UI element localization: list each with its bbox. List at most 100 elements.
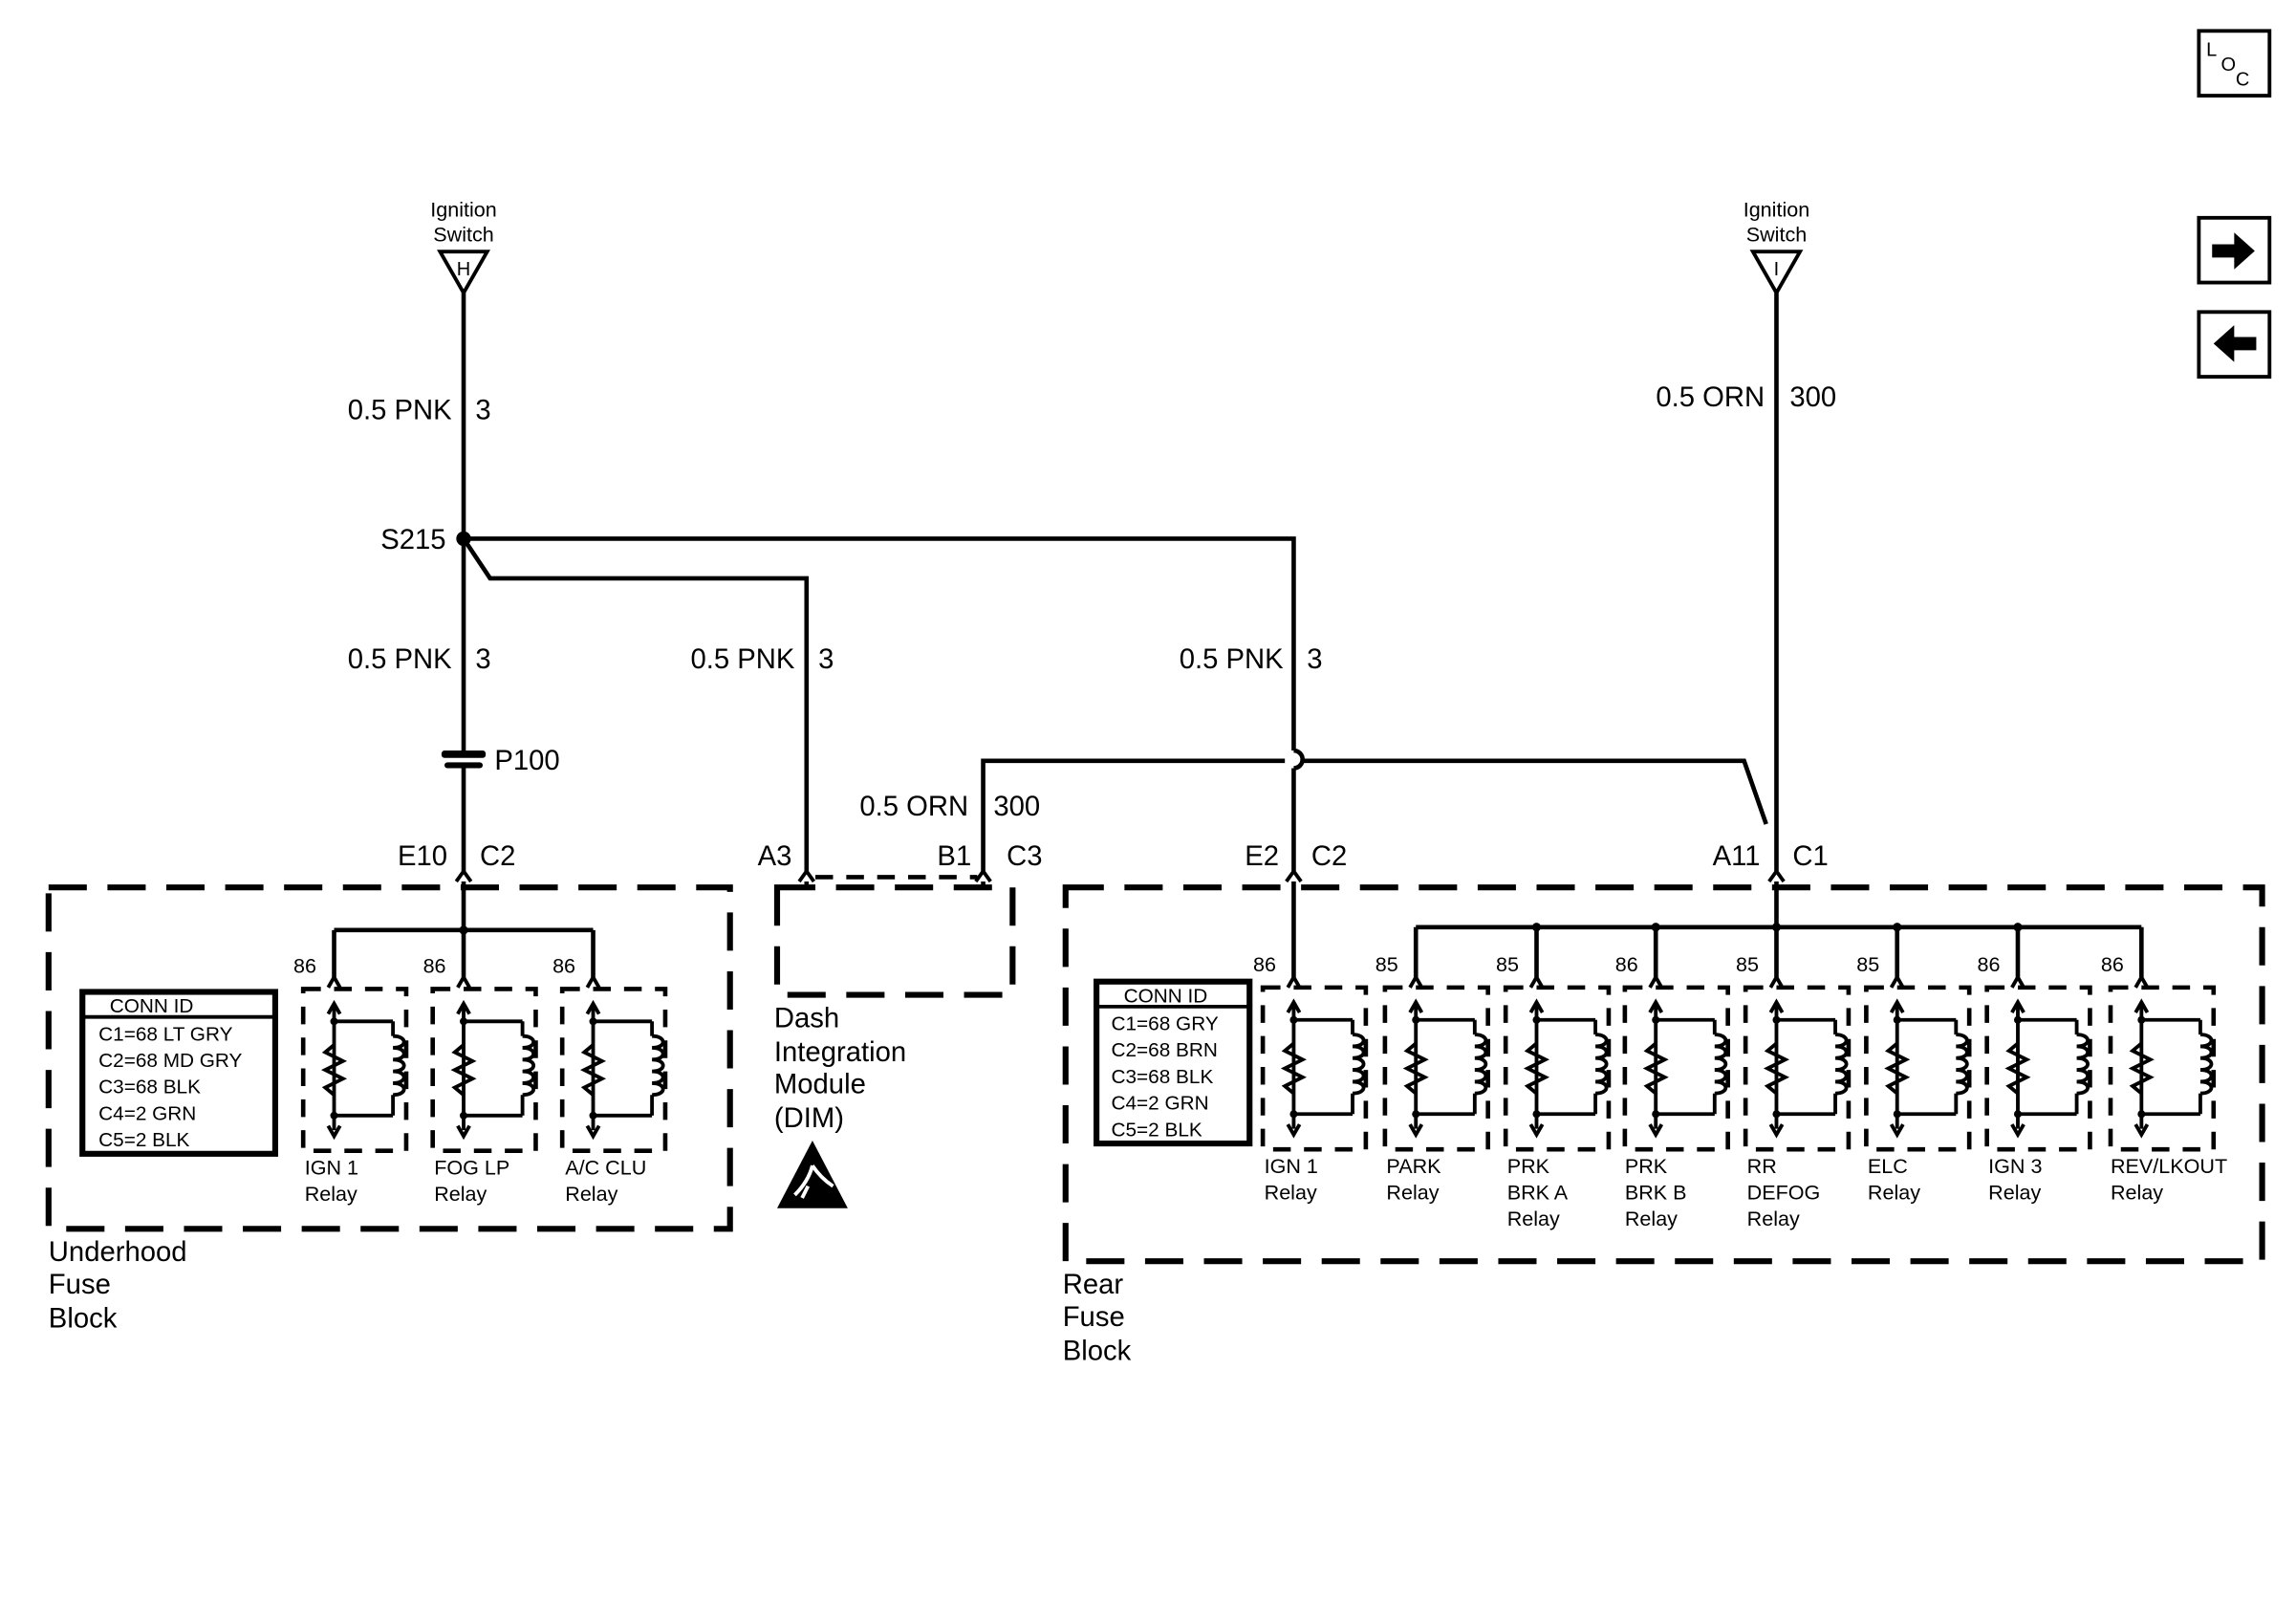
relay-pin-label: 86 (2101, 952, 2124, 976)
wire-circuit: 300 (1789, 382, 1836, 413)
pin-label: A3 (758, 841, 792, 872)
arrow-left-icon (2213, 325, 2257, 362)
conn-id-row: C1=68 GRY (1112, 1013, 1219, 1035)
ignition-switch-i: Ignition Switch I (1744, 197, 1809, 297)
relay-label-line2: Relay (1868, 1181, 1920, 1205)
relay-coil-icon (1625, 988, 1728, 1149)
wire-circuit: 3 (1307, 644, 1322, 675)
component-name-line: Module (774, 1070, 866, 1100)
wire-circuit: 3 (475, 396, 490, 426)
component-name-line: Integration (774, 1037, 906, 1068)
relay-label-line2: BRK A (1507, 1181, 1569, 1205)
relay-coil-icon (303, 989, 406, 1150)
loc-label-o: O (2220, 54, 2236, 76)
ignition-switch-h: Ignition Switch H (430, 197, 497, 297)
relay-label-line2: DEFOG (1747, 1181, 1821, 1205)
inline-connector-label: P100 (494, 746, 559, 776)
relay-label-line2: Relay (565, 1182, 617, 1206)
relay-label-line1: FOG LP (434, 1155, 509, 1179)
relay-coil-icon (433, 989, 536, 1150)
conn-id-row: C5=2 BLK (98, 1129, 189, 1151)
relay-label-line2: Relay (434, 1182, 487, 1206)
pin-chevrons (454, 867, 1786, 883)
relay-label-line1: PRK (1507, 1154, 1550, 1178)
component-name-line: Fuse (49, 1270, 111, 1300)
relay-pin-label: 86 (1253, 952, 1276, 976)
conn-id-row: C3=68 BLK (1112, 1066, 1214, 1088)
source-label-line2: Switch (1746, 222, 1807, 246)
relay-label-line1: ELC (1868, 1154, 1908, 1178)
relay-coil-icon (1263, 988, 1366, 1149)
relay-label-line2: Relay (2111, 1181, 2163, 1205)
wire-label: 0.5 ORN (1656, 382, 1765, 413)
relay-pin-label: 86 (293, 953, 316, 977)
wire-label: 0.5 ORN (859, 792, 968, 822)
relay-label-line2: Relay (305, 1182, 357, 1206)
relay-rr-defog: 85 RR DEFOG Relay (1736, 952, 1849, 1230)
relay-rev-lkout: 86 REV/LKOUT Relay (2101, 952, 2227, 1205)
relay-label-line1: A/C CLU (565, 1155, 646, 1179)
relay-ign-1-rear: 86 IGN 1 Relay (1253, 952, 1366, 1205)
relay-ign-1: 86 IGN 1 Relay (293, 953, 406, 1206)
relay-label-line1: PARK (1386, 1154, 1441, 1178)
underhood-fuse-block: CONN ID C1=68 LT GRY C2=68 MD GRY C3=68 … (45, 881, 733, 1334)
relay-coil-icon (1866, 988, 1969, 1149)
relay-label-line2: Relay (1265, 1181, 1317, 1205)
loc-button[interactable]: L O C (2197, 29, 2272, 98)
relay-park: 85 PARK Relay (1375, 952, 1488, 1205)
wire-label: 0.5 PNK (348, 644, 452, 675)
dash-integration-module: Dash Integration Module (DIM) (773, 875, 1016, 1208)
component-name-line: Dash (774, 1003, 839, 1033)
source-terminal-label: I (1774, 259, 1780, 280)
wire-circuit: 300 (993, 792, 1040, 822)
relay-pin-label: 85 (1856, 952, 1879, 976)
wire-label: 0.5 PNK (1180, 644, 1284, 675)
component-name-line: Fuse (1063, 1302, 1125, 1333)
relay-pin-label: 85 (1736, 952, 1759, 976)
source-label-line1: Ignition (430, 197, 496, 221)
conn-id-title: CONN ID (110, 995, 194, 1017)
conn-id-row: C4=2 GRN (98, 1102, 196, 1124)
conn-id-row: C2=68 BRN (1112, 1039, 1218, 1061)
relay-coil-icon (562, 989, 665, 1150)
inline-connector-icon (441, 751, 487, 769)
connector-label: C3 (1007, 841, 1042, 872)
conn-id-row: C5=2 BLK (1112, 1119, 1202, 1141)
relay-label-line1: PRK (1625, 1154, 1668, 1178)
pin-label: E2 (1245, 841, 1279, 872)
relay-label-line1: REV/LKOUT (2111, 1154, 2227, 1178)
connector-label: C2 (1311, 841, 1347, 872)
conn-id-row: C4=2 GRN (1112, 1093, 1209, 1115)
relay-pin-label: 86 (423, 953, 446, 977)
loc-label-c: C (2236, 69, 2249, 90)
wire-label: 0.5 PNK (348, 396, 452, 426)
next-page-button[interactable] (2197, 215, 2272, 285)
relay-pin-label: 86 (1978, 952, 2001, 976)
splice-dot (456, 531, 471, 547)
relay-elc: 85 ELC Relay (1856, 952, 1969, 1205)
relay-coil-icon (1505, 988, 1609, 1149)
source-label-line1: Ignition (1744, 197, 1809, 221)
relay-prk-brk-a: 85 PRK BRK A Relay (1496, 952, 1609, 1230)
arrow-right-icon (2212, 232, 2255, 270)
relay-ign-3: 86 IGN 3 Relay (1978, 952, 2090, 1205)
relay-ac-clu: 86 A/C CLU Relay (552, 953, 665, 1206)
relay-pin-label: 85 (1375, 952, 1398, 976)
relay-label-line3: Relay (1625, 1207, 1678, 1230)
wire-runs (456, 293, 1779, 872)
conn-id-row: C2=68 MD GRY (98, 1050, 242, 1072)
source-label-line2: Switch (433, 222, 493, 246)
conn-id-row: C1=68 LT GRY (98, 1023, 232, 1045)
relay-prk-brk-b: 86 PRK BRK B Relay (1615, 952, 1728, 1230)
relay-label-line3: Relay (1747, 1207, 1800, 1230)
connector-label: C2 (480, 841, 515, 872)
conn-id-table: CONN ID C1=68 LT GRY C2=68 MD GRY C3=68 … (79, 989, 279, 1157)
relay-label-line1: IGN 1 (305, 1155, 358, 1179)
component-name-line: Block (1063, 1336, 1132, 1366)
conn-id-table: CONN ID C1=68 GRY C2=68 BRN C3=68 BLK C4… (1094, 978, 1253, 1147)
conn-id-row: C3=68 BLK (98, 1077, 201, 1099)
relay-label-line2: Relay (1386, 1181, 1439, 1205)
relay-coil-icon (2111, 988, 2214, 1149)
previous-page-button[interactable] (2197, 310, 2272, 379)
